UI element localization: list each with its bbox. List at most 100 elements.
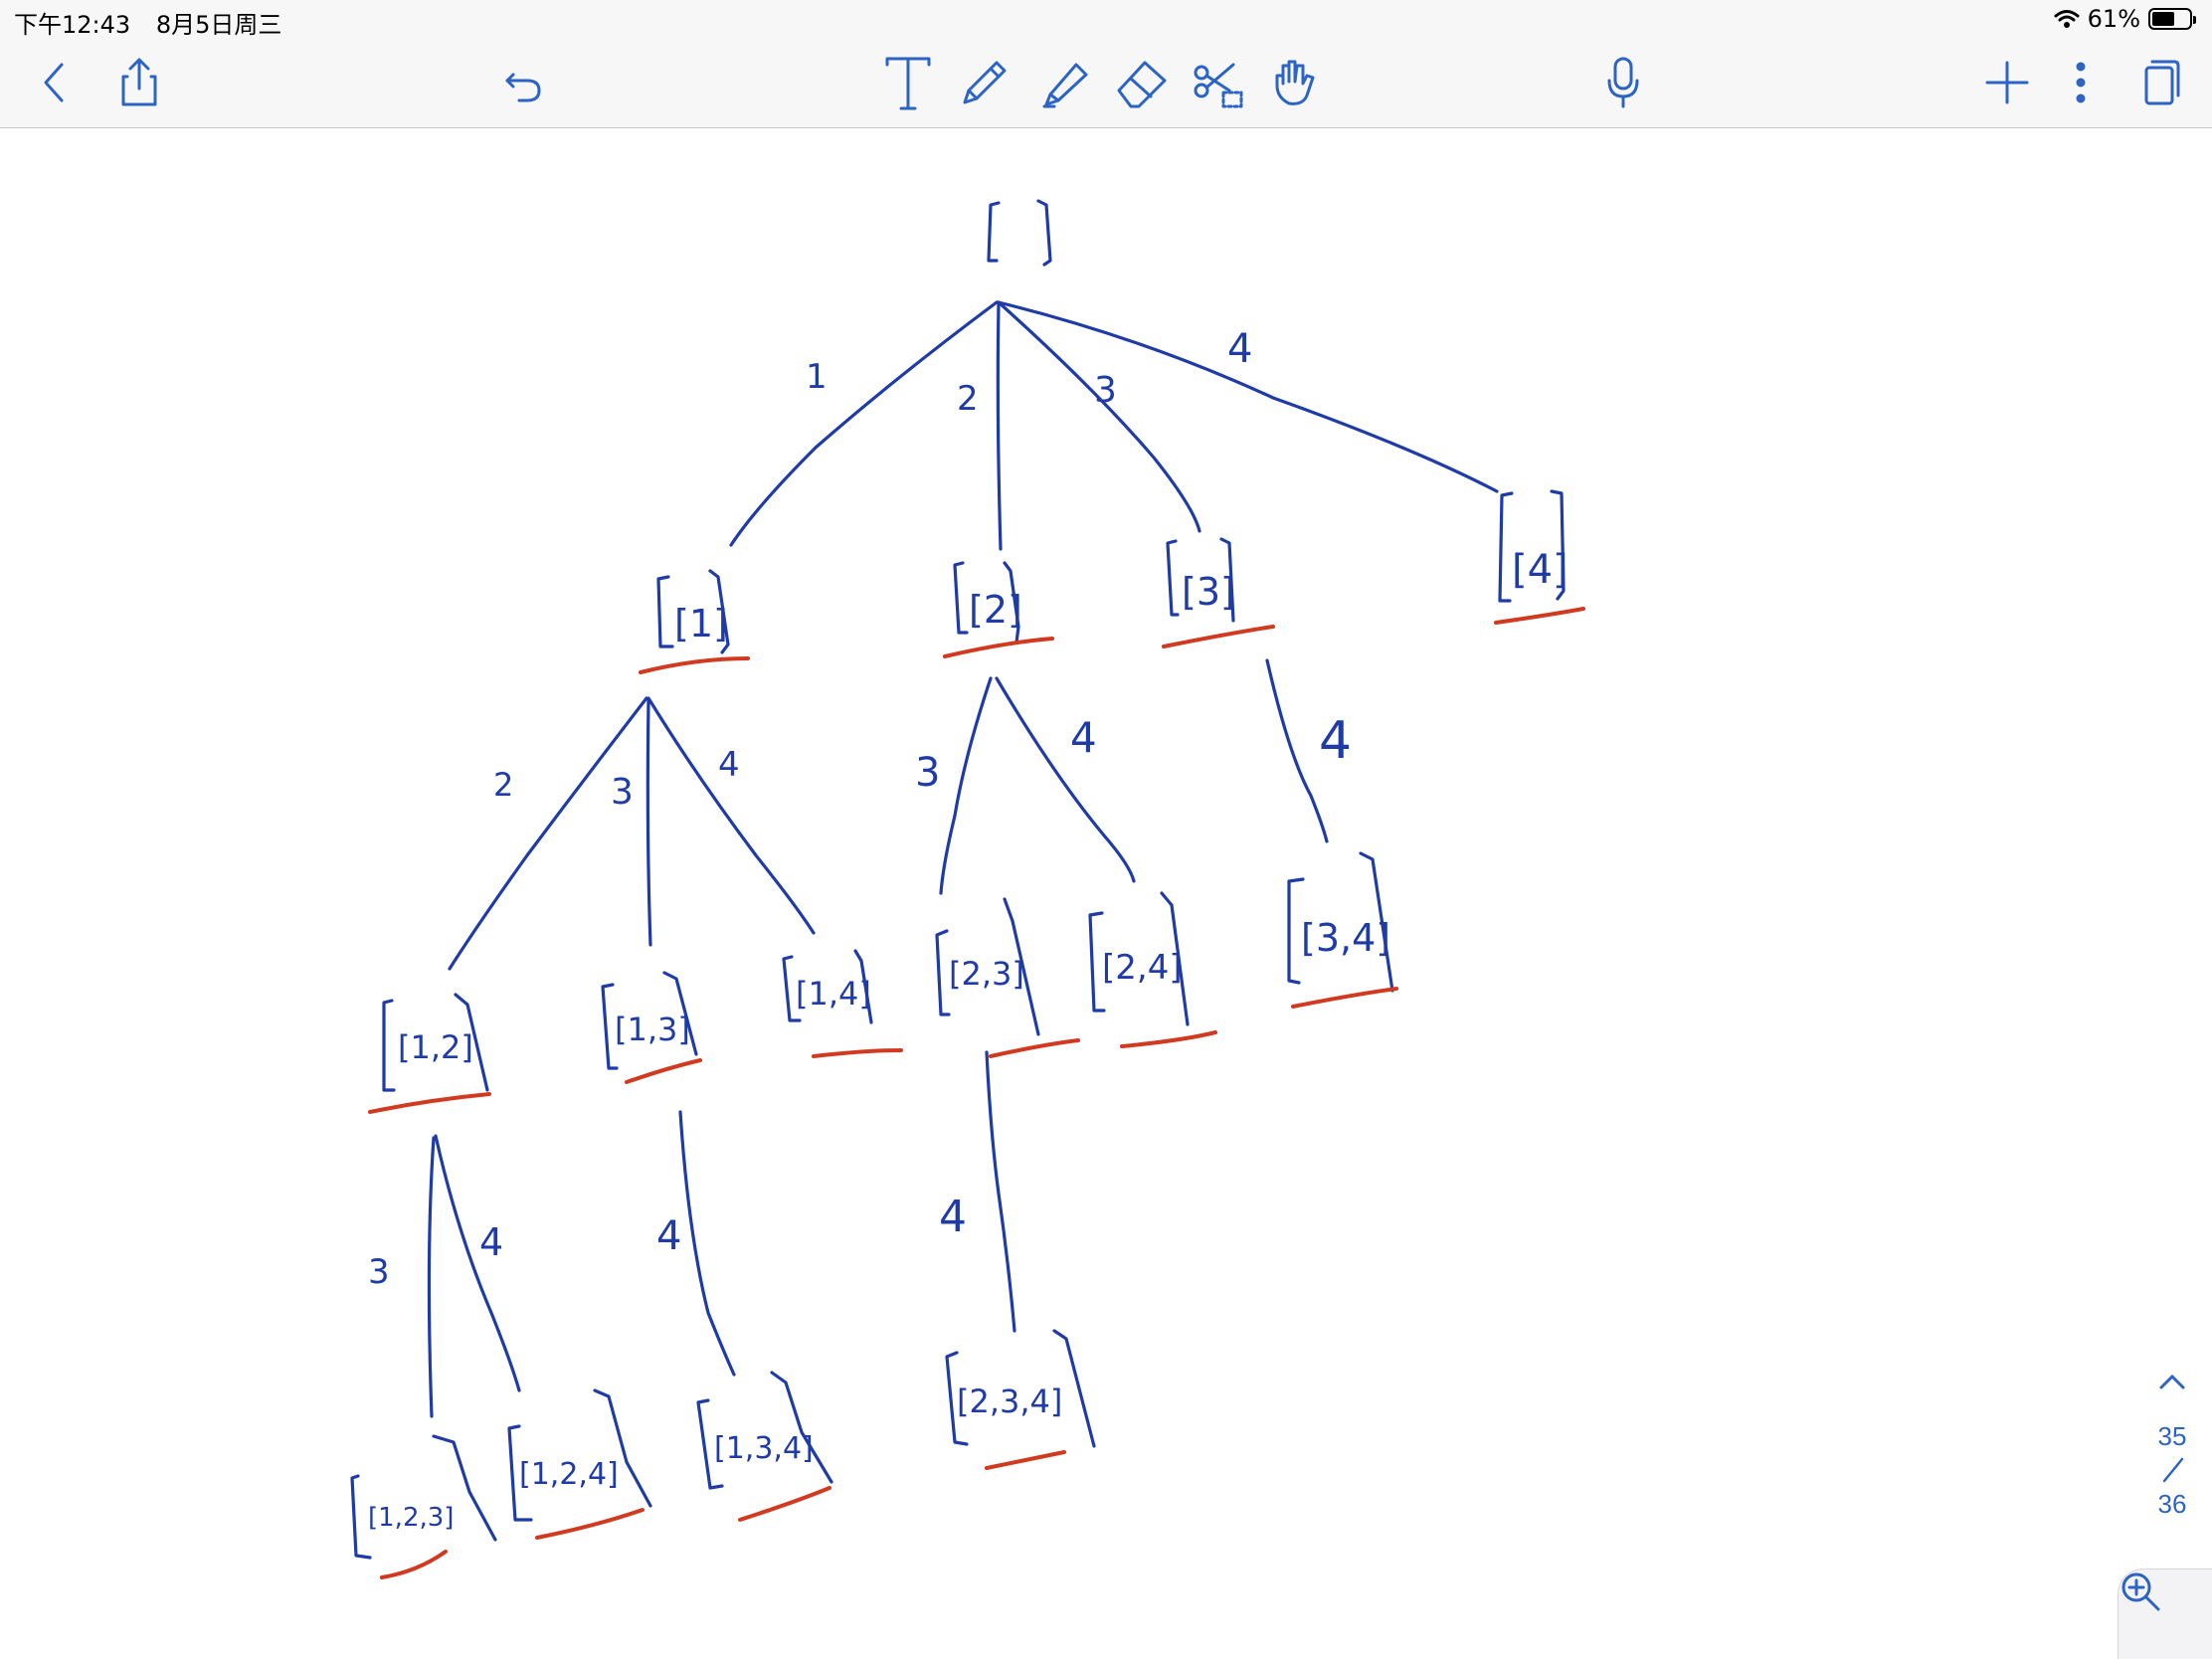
- edge-label: 2: [957, 379, 979, 419]
- red-underline: [989, 1038, 1080, 1058]
- undo-icon: [505, 73, 541, 102]
- edge-label: 2: [493, 766, 513, 804]
- edge-label: 4: [1227, 326, 1252, 372]
- note-canvas[interactable]: 1 2 3 4 [1] [2] [3] [4]: [0, 128, 2212, 1659]
- status-right: 61%: [2054, 5, 2196, 33]
- highlighter-button[interactable]: [1034, 53, 1094, 112]
- node-label: [1]: [674, 602, 728, 645]
- pages-icon: [2144, 60, 2180, 105]
- edge-12-4: [434, 1134, 521, 1392]
- node-1-2-3: [1,2,3]: [350, 1434, 497, 1579]
- edge-12-3: [427, 1136, 436, 1418]
- microphone-button[interactable]: [1593, 53, 1653, 112]
- edge-label: 4: [656, 1213, 681, 1259]
- node-2-3: [2,3]: [935, 897, 1080, 1058]
- add-button[interactable]: [1977, 53, 2037, 112]
- red-underline: [380, 1550, 448, 1579]
- edge-3-4: [1265, 658, 1329, 843]
- node-3: [3]: [1162, 537, 1275, 648]
- current-page: 35: [2157, 1421, 2187, 1451]
- red-underline: [1494, 607, 1585, 625]
- previous-page-icon[interactable]: [2157, 1372, 2187, 1391]
- red-underline: [812, 1048, 903, 1058]
- red-underline: [943, 637, 1054, 658]
- red-underline: [1120, 1030, 1217, 1048]
- handwriting-layer: 1 2 3 4 [1] [2] [3] [4]: [350, 199, 1585, 1579]
- edge-label: 4: [1070, 713, 1097, 762]
- add-icon: [1985, 61, 2029, 104]
- node-label: [2,4]: [1102, 948, 1183, 988]
- page-separator: [2162, 1457, 2184, 1483]
- back-button[interactable]: [24, 53, 84, 112]
- red-underline: [535, 1508, 645, 1540]
- red-underline: [1291, 987, 1398, 1009]
- edge-label: 3: [915, 750, 940, 796]
- edge-4: [997, 300, 1499, 493]
- node-1-2-4: [1,2,4]: [507, 1388, 652, 1540]
- edge-23-4: [985, 1050, 1016, 1333]
- node-label: [1,2]: [398, 1028, 473, 1066]
- red-underline: [738, 1486, 831, 1522]
- edge-2-3: [939, 676, 993, 895]
- pages-button[interactable]: [2130, 53, 2190, 112]
- more-button[interactable]: [2051, 53, 2111, 112]
- node-3-4: [3,4]: [1287, 851, 1398, 1009]
- edge-2: [996, 302, 1003, 551]
- node-label: [3]: [1182, 570, 1235, 614]
- total-pages: 36: [2157, 1489, 2187, 1519]
- status-time: 下午12:43: [14, 11, 131, 39]
- zoom-button[interactable]: [2118, 1568, 2212, 1659]
- status-left: 下午12:43 8月5日周三: [14, 5, 299, 40]
- more-icon: [2076, 62, 2086, 103]
- edge-label: 3: [1094, 370, 1117, 411]
- hand-pointer-icon: [1275, 60, 1315, 105]
- zoom-in-icon: [2121, 1572, 2160, 1611]
- eraser-button[interactable]: [1112, 53, 1172, 112]
- node-1-4: [1,4]: [782, 949, 903, 1058]
- back-icon: [44, 63, 64, 102]
- node-2-4: [2,4]: [1088, 891, 1217, 1048]
- edge-3: [997, 300, 1201, 533]
- lasso-button[interactable]: [1190, 53, 1249, 112]
- pen-button[interactable]: [955, 53, 1014, 112]
- share-button[interactable]: [109, 53, 169, 112]
- edge-label: 4: [939, 1192, 967, 1242]
- eraser-icon: [1117, 61, 1167, 108]
- toolbar: [0, 38, 2212, 128]
- node-2-3-4: [2,3,4]: [945, 1329, 1096, 1470]
- highlighter-icon: [1042, 63, 1088, 108]
- edge-label: 3: [368, 1252, 390, 1292]
- edge-13-4: [678, 1110, 736, 1377]
- status-bar: 下午12:43 8月5日周三 61%: [0, 0, 2212, 40]
- red-underline: [639, 656, 750, 674]
- node-root: [987, 199, 1052, 267]
- node-1: [1]: [639, 569, 750, 674]
- edge-label: 4: [479, 1220, 503, 1264]
- red-underline: [625, 1058, 702, 1084]
- edge-2-4: [995, 676, 1136, 883]
- edge-label: 3: [611, 772, 634, 813]
- edge-label: 4: [1319, 711, 1352, 771]
- edge-1-2: [448, 696, 648, 971]
- edge-label: 1: [806, 357, 828, 397]
- edge-1-3: [645, 698, 652, 947]
- edge-label: 4: [718, 745, 740, 785]
- node-4: [4]: [1494, 489, 1585, 625]
- node-label: [1,4]: [796, 975, 871, 1013]
- edge-1: [729, 300, 999, 547]
- undo-button[interactable]: [493, 53, 553, 112]
- battery-level: [2152, 12, 2174, 26]
- share-icon: [121, 58, 157, 106]
- node-1-3-4: [1,3,4]: [696, 1371, 833, 1522]
- node-label: [2]: [969, 588, 1022, 632]
- red-underline: [1162, 625, 1275, 648]
- red-underline: [368, 1092, 491, 1114]
- wifi-icon: [2054, 10, 2080, 28]
- text-tool-button[interactable]: [878, 53, 938, 112]
- node-label: [2,3]: [949, 955, 1024, 993]
- node-label: [2,3,4]: [957, 1382, 1062, 1420]
- node-label: [1,3]: [615, 1011, 690, 1048]
- edge-1-4: [646, 696, 816, 935]
- battery-percent: 61%: [2087, 5, 2140, 33]
- hand-tool-button[interactable]: [1267, 53, 1327, 112]
